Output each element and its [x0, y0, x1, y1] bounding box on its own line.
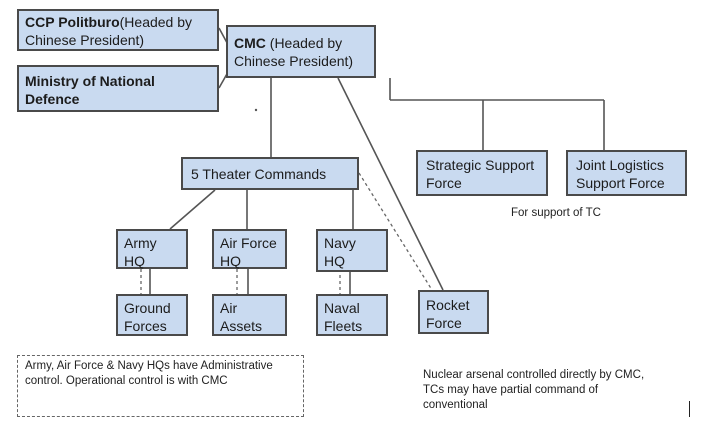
link-cmc-rocket — [337, 77, 444, 291]
strategic-support-force-label: Strategic Support Force — [426, 157, 535, 191]
navy-hq-label: Navy HQ — [324, 235, 356, 269]
army-hq-label: Army HQ — [124, 235, 157, 269]
support-note: For support of TC — [511, 207, 601, 219]
ground-forces-box: Ground Forces — [116, 294, 188, 336]
strategic-support-force-box: Strategic Support Force — [416, 150, 548, 196]
link-theater-army — [169, 189, 216, 230]
ccp-politburo-sub: (Headed by Chinese President) — [25, 14, 193, 48]
ministry-of-national-defence-box: Ministry of National Defence — [17, 65, 219, 112]
stray-dot — [254, 108, 258, 112]
naval-fleets-label: Naval Fleets — [324, 300, 363, 334]
air-force-hq-label: Air Force HQ — [220, 235, 277, 269]
navy-hq-box: Navy HQ — [316, 229, 388, 272]
theater-commands-label: 5 Theater Commands — [191, 166, 327, 182]
air-force-hq-box: Air Force HQ — [212, 229, 287, 269]
dotted-theater-rocket — [358, 172, 433, 291]
ground-forces-label: Ground Forces — [124, 300, 171, 334]
cmc-title: CMC — [234, 35, 266, 51]
admin-control-note: Army, Air Force & Navy HQs have Administ… — [17, 355, 304, 417]
joint-logistics-support-force-box: Joint Logistics Support Force — [566, 150, 687, 196]
air-assets-box: Air Assets — [212, 294, 287, 336]
cmc-box: CMC (Headed by Chinese President) — [226, 25, 376, 78]
army-hq-box: Army HQ — [116, 229, 188, 269]
rocket-force-label: Rocket Force — [426, 297, 470, 331]
cmc-sub: (Headed by Chinese President) — [234, 35, 354, 69]
naval-fleets-box: Naval Fleets — [316, 294, 388, 336]
text-cursor — [689, 401, 690, 417]
ministry-of-national-defence-title: Ministry of National Defence — [25, 73, 155, 107]
ccp-politburo-box: CCP Politburo(Headed by Chinese Presiden… — [17, 9, 219, 51]
joint-logistics-support-force-label: Joint Logistics Support Force — [576, 157, 665, 191]
theater-commands-box: 5 Theater Commands — [181, 157, 359, 190]
rocket-force-box: Rocket Force — [418, 290, 489, 334]
air-assets-label: Air Assets — [220, 300, 263, 334]
nuclear-arsenal-note: Nuclear arsenal controlled directly by C… — [423, 369, 645, 411]
ccp-politburo-title: CCP Politburo — [25, 14, 120, 30]
